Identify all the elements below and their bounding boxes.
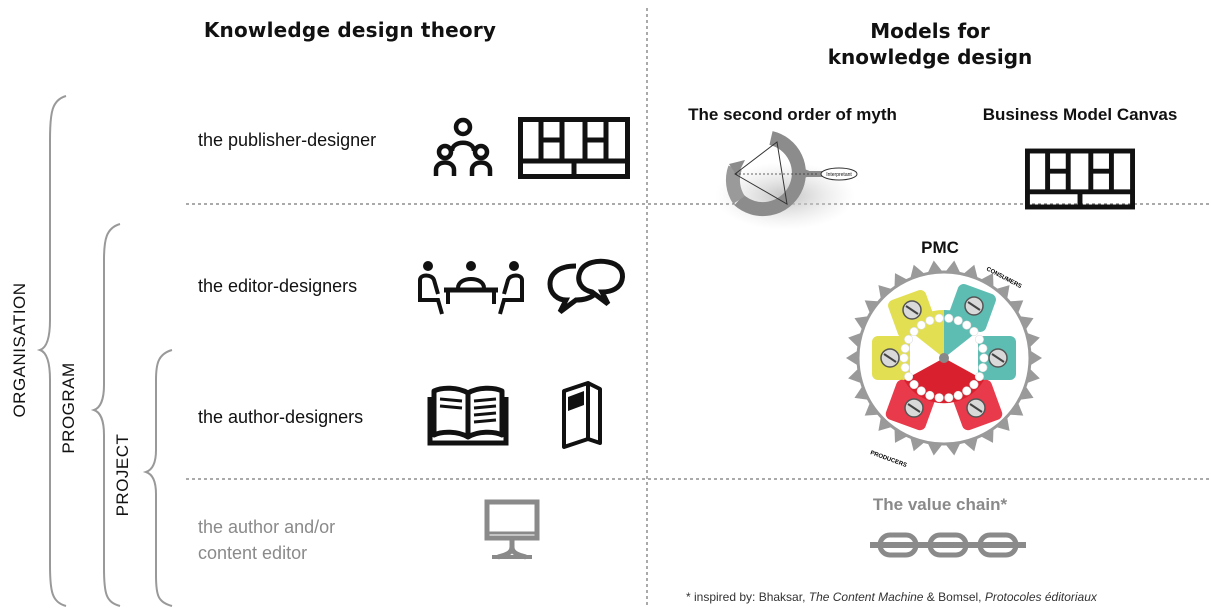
pmc-tooth	[963, 437, 978, 452]
pmc-tooth	[927, 442, 943, 456]
pmc-tooth	[945, 442, 961, 456]
level-program: PROGRAM	[59, 362, 78, 454]
pmc-bead	[962, 386, 972, 396]
pmc-bead	[979, 353, 989, 363]
pmc-wheel-diagram: CONSUMERS PRODUCERS	[846, 260, 1042, 469]
pmc-bead	[916, 320, 926, 330]
pmc-bead	[934, 393, 944, 403]
model-myth-title: The second order of myth	[688, 105, 897, 124]
left-column-heading: Knowledge design theory	[203, 18, 497, 42]
pmc-tooth	[995, 285, 1010, 300]
right-column-heading: Models for knowledge design	[760, 18, 1100, 70]
pmc-tooth	[927, 260, 943, 274]
role-author-line2: content editor	[198, 543, 308, 563]
role-editor-designers: the editor-designers	[198, 276, 358, 296]
role-author-designers: the author-designers	[198, 407, 364, 427]
leaflet-icon	[562, 381, 602, 449]
pmc-bead	[925, 316, 935, 326]
pmc-tooth	[910, 264, 925, 279]
pmc-tooth	[910, 437, 925, 452]
pmc-bead	[962, 320, 972, 330]
level-organisation: ORGANISATION	[10, 282, 29, 418]
pmc-tooth	[963, 264, 978, 279]
pmc-bead	[944, 393, 954, 403]
pmc-bead	[900, 343, 910, 353]
pmc-bead	[909, 326, 919, 336]
pmc-bead	[953, 316, 963, 326]
footnote-middle: & Bomsel,	[923, 590, 985, 604]
model-pmc-title: PMC	[921, 238, 959, 257]
role-author-line1: the author and/or	[198, 517, 336, 537]
business-model-canvas-icon	[1025, 148, 1135, 210]
pmc-tooth	[945, 260, 961, 274]
open-book-icon	[427, 385, 509, 446]
myth-node-label: Interpretant	[826, 172, 852, 178]
pmc-tooth	[878, 416, 893, 431]
pmc-screw	[966, 398, 986, 418]
pmc-bead	[969, 326, 979, 336]
pmc-bead	[969, 380, 979, 390]
program-brace	[90, 223, 121, 607]
role-publisher-designer: the publisher-designer	[198, 130, 377, 150]
computer-monitor-icon	[484, 499, 540, 560]
pmc-bead	[974, 334, 984, 344]
pmc-screw	[964, 296, 984, 316]
pmc-bead-ring	[899, 313, 989, 403]
pmc-bead	[978, 363, 988, 373]
hierarchy-people-icon	[433, 117, 493, 176]
pmc-bead	[953, 390, 963, 400]
pmc-bead	[944, 313, 954, 323]
pmc-tooth	[995, 416, 1010, 431]
pmc-tooth	[854, 385, 869, 400]
model-bmc-title: Business Model Canvas	[982, 105, 1178, 124]
pmc-bead	[904, 334, 914, 344]
pmc-screw	[902, 300, 922, 320]
footnote-work1: The Content Machine	[808, 590, 924, 604]
pmc-screws	[880, 296, 1008, 418]
organisation-brace	[36, 95, 67, 607]
second-order-myth-diagram: Interpretant	[715, 131, 858, 230]
model-value-chain-title: The value chain*	[872, 495, 1008, 514]
pmc-bead	[900, 363, 910, 373]
meeting-people-icon	[418, 261, 524, 315]
pmc-screw	[988, 348, 1008, 368]
pmc-bead	[978, 343, 988, 353]
pmc-bead	[899, 353, 909, 363]
footnote-work2: Protocoles éditoriaux	[984, 590, 1097, 604]
role-author-content-editor: the author and/or content editor	[198, 514, 335, 566]
level-project: PROJECT	[113, 433, 132, 517]
pmc-bead	[916, 386, 926, 396]
pmc-bead	[904, 372, 914, 382]
pmc-tooth	[1029, 350, 1042, 366]
footnote: * inspired by: Bhaksar, The Content Mach…	[686, 590, 1097, 604]
pmc-bead	[925, 390, 935, 400]
canvas-grid-icon	[518, 117, 630, 179]
pmc-bead	[934, 313, 944, 323]
pmc-bead	[974, 372, 984, 382]
pmc-screw	[904, 398, 924, 418]
project-brace	[142, 349, 173, 607]
pmc-tooth	[1019, 385, 1034, 400]
pmc-tooth	[854, 316, 869, 331]
value-chain-icon	[870, 532, 1026, 558]
pmc-tooth	[878, 285, 893, 300]
conversation-bubbles-icon	[547, 258, 625, 314]
pmc-bead	[909, 380, 919, 390]
pmc-tooth	[846, 350, 859, 366]
right-heading-line2: knowledge design	[827, 45, 1033, 69]
footnote-prefix: * inspired by: Bhaksar,	[686, 590, 809, 604]
pmc-tooth	[1019, 316, 1034, 331]
right-heading-line1: Models for	[870, 19, 990, 43]
pmc-screw	[880, 348, 900, 368]
